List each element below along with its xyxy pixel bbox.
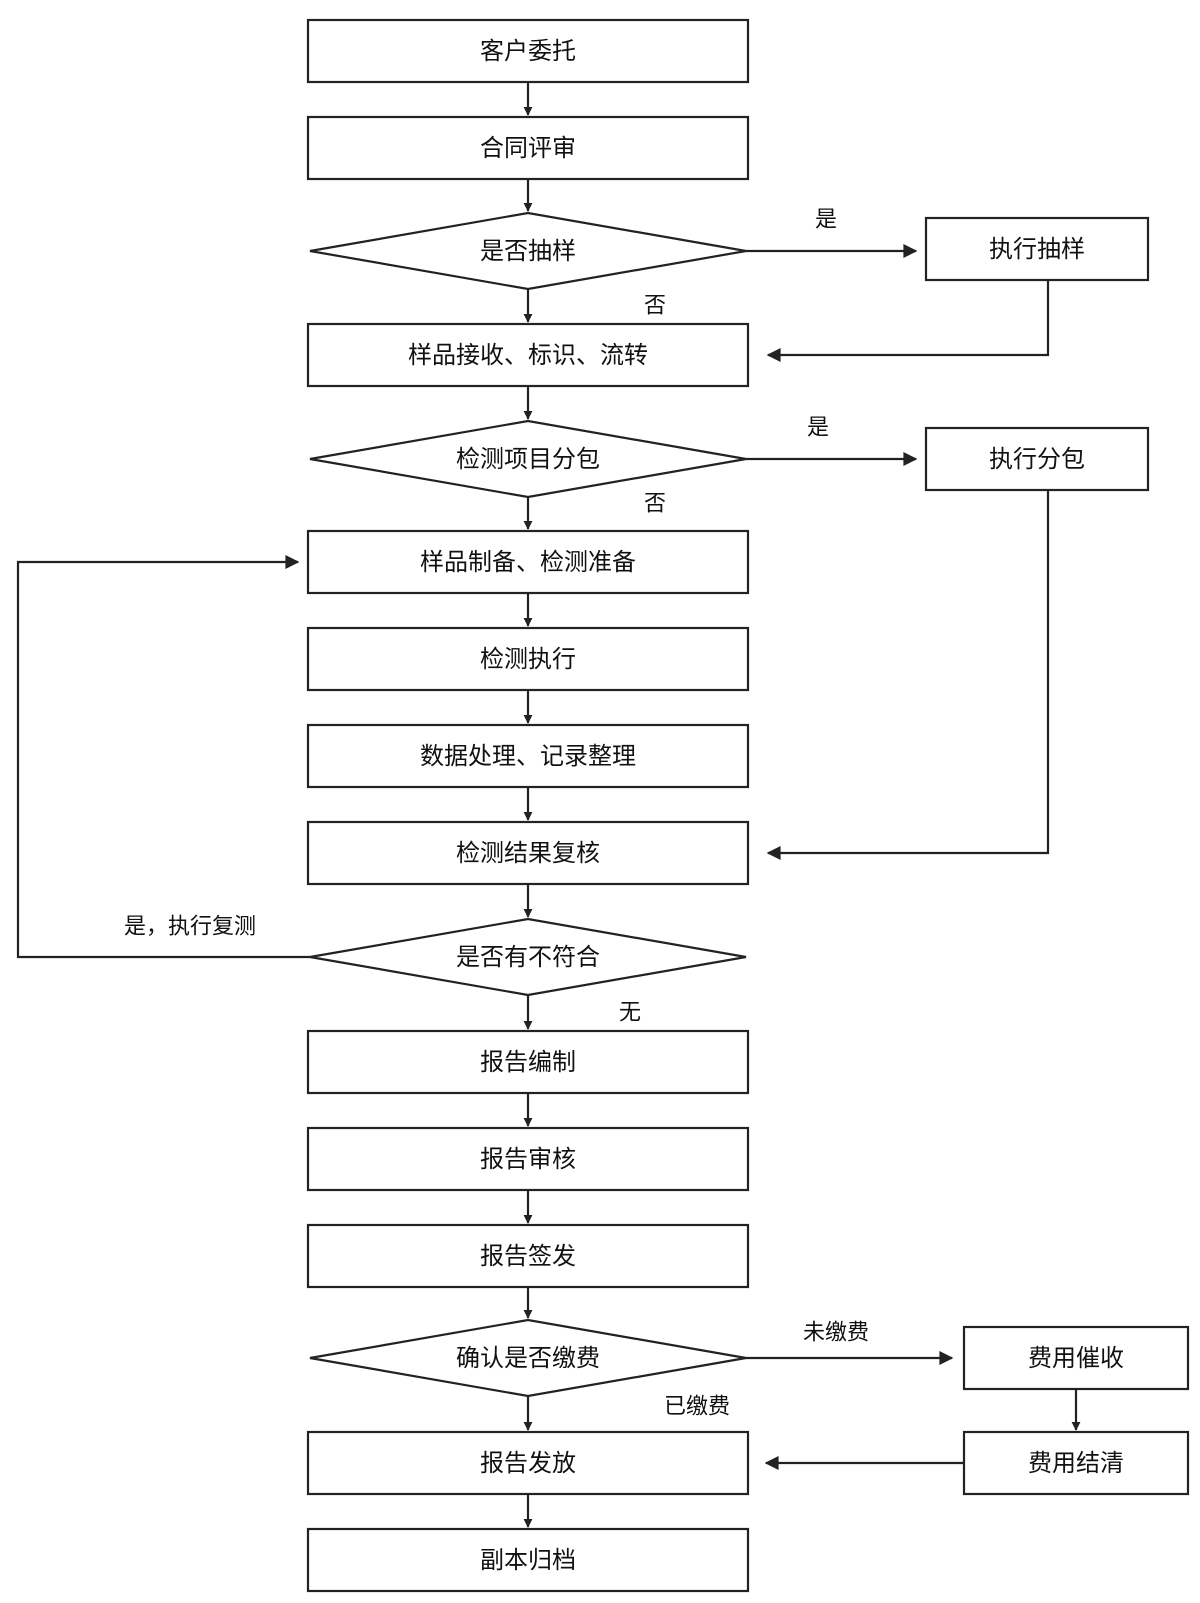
arrow-subcontract-return	[766, 490, 1050, 860]
node-report-compilation-label: 报告编制	[480, 1048, 576, 1076]
node-report-audit: 报告审核	[306, 1126, 750, 1192]
node-report-signing: 报告签发	[306, 1223, 750, 1289]
node-sample-receipt-label: 样品接收、标识、流转	[408, 341, 648, 369]
node-test-execution: 检测执行	[306, 626, 750, 692]
node-result-review: 检测结果复核	[306, 820, 750, 886]
node-sample-receipt: 样品接收、标识、流转	[306, 322, 750, 388]
edge-label-nonconformity-none: 无	[619, 1001, 641, 1026]
node-report-compilation: 报告编制	[306, 1029, 750, 1095]
decision-nonconformity-label: 是否有不符合	[456, 943, 600, 971]
node-fee-settlement-label: 费用结清	[1028, 1449, 1124, 1477]
node-client-commission: 客户委托	[306, 18, 750, 84]
edge-label-retest-yes: 是，执行复测	[124, 915, 256, 940]
node-fee-collection: 费用催收	[962, 1325, 1190, 1391]
node-execute-sampling-label: 执行抽样	[989, 235, 1085, 263]
edge-label-paid: 已缴费	[664, 1395, 730, 1420]
node-report-release-label: 报告发放	[480, 1449, 576, 1477]
arrow-execute-sampling-return	[766, 280, 1050, 362]
edge-label-unpaid: 未缴费	[803, 1321, 869, 1346]
node-report-signing-label: 报告签发	[480, 1242, 576, 1270]
node-contract-review-label: 合同评审	[480, 134, 576, 162]
arrow-retest-loop	[16, 555, 310, 959]
node-fee-collection-label: 费用催收	[1028, 1344, 1124, 1372]
edge-label-sampling-no: 否	[644, 294, 666, 319]
decision-subcontract-label: 检测项目分包	[456, 445, 600, 473]
node-contract-review: 合同评审	[306, 115, 750, 181]
node-sample-preparation: 样品制备、检测准备	[306, 529, 750, 595]
node-execute-subcontract: 执行分包	[924, 426, 1150, 492]
node-report-release: 报告发放	[306, 1430, 750, 1496]
node-copy-archive: 副本归档	[306, 1527, 750, 1593]
node-data-processing: 数据处理、记录整理	[306, 723, 750, 789]
decision-nonconformity: 是否有不符合	[309, 917, 747, 997]
node-test-execution-label: 检测执行	[480, 645, 576, 673]
node-copy-archive-label: 副本归档	[480, 1546, 576, 1574]
decision-payment: 确认是否缴费	[309, 1318, 747, 1398]
decision-sampling: 是否抽样	[309, 211, 747, 291]
decision-sampling-label: 是否抽样	[480, 237, 576, 265]
node-sample-preparation-label: 样品制备、检测准备	[420, 548, 636, 576]
decision-payment-label: 确认是否缴费	[456, 1344, 600, 1372]
decision-subcontract: 检测项目分包	[309, 419, 747, 499]
node-client-commission-label: 客户委托	[480, 37, 576, 65]
node-execute-subcontract-label: 执行分包	[989, 445, 1085, 473]
node-report-audit-label: 报告审核	[480, 1145, 576, 1173]
edge-label-subcontract-yes: 是	[807, 416, 829, 441]
node-data-processing-label: 数据处理、记录整理	[420, 742, 636, 770]
edge-label-sampling-yes: 是	[815, 208, 837, 233]
edge-label-subcontract-no: 否	[644, 492, 666, 517]
node-fee-settlement: 费用结清	[962, 1430, 1190, 1496]
node-result-review-label: 检测结果复核	[456, 839, 600, 867]
node-execute-sampling: 执行抽样	[924, 216, 1150, 282]
